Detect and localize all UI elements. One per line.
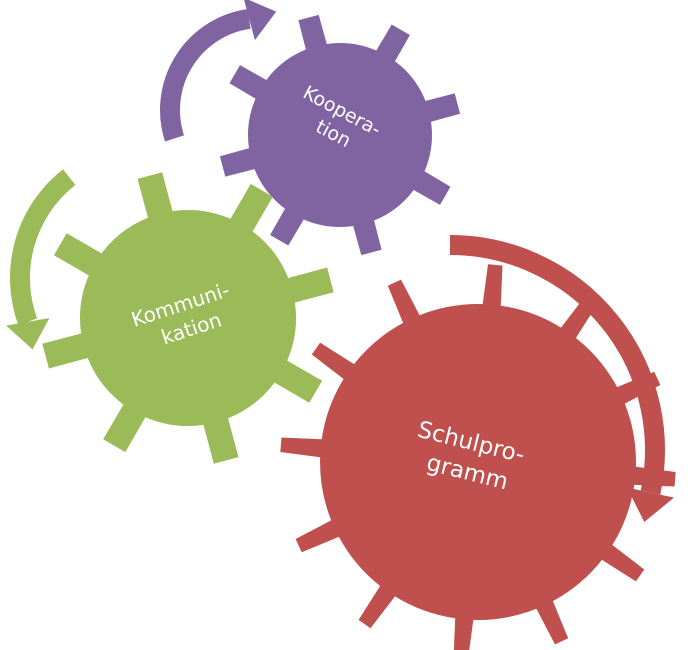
- communication-arrow-icon: [6, 169, 76, 350]
- school-program-gear: [280, 264, 676, 650]
- cooperation-arrow-icon: [160, 0, 277, 142]
- school-program-arrow-icon: [449, 235, 674, 522]
- communication-gear: [42, 172, 334, 464]
- cooperation-gear: [219, 14, 461, 256]
